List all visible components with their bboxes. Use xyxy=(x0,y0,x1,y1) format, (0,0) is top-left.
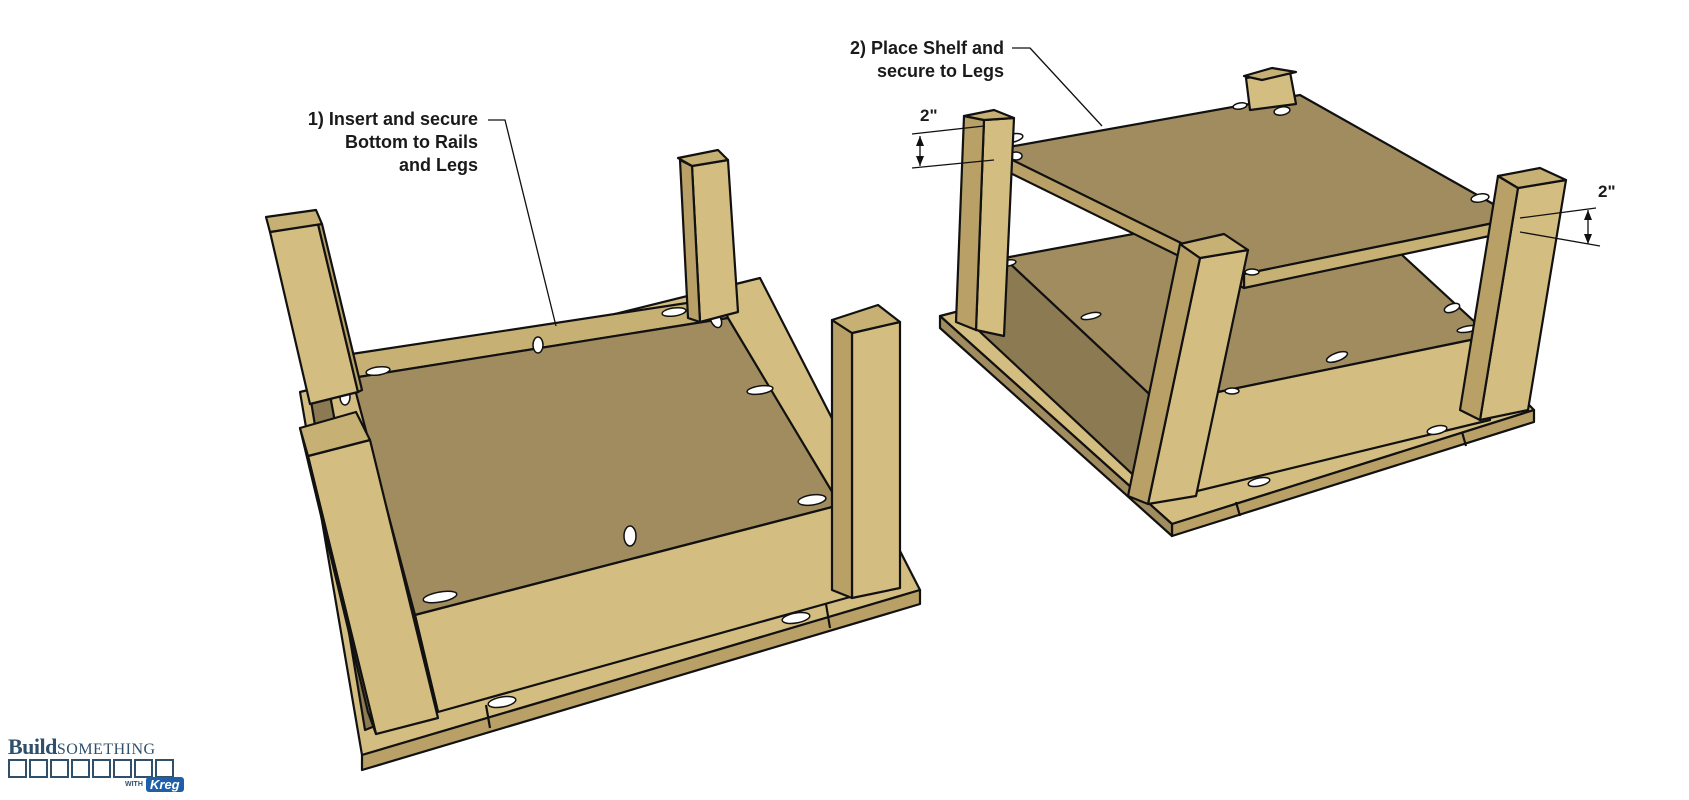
step1-callout: 1) Insert and secure Bottom to Rails and… xyxy=(280,108,478,177)
right-leg-front-left-top xyxy=(1178,232,1250,260)
left-leg-front-right-top xyxy=(830,303,902,335)
kreg-logo: Kreg xyxy=(146,777,184,792)
buildsomething-logo: BuildSOMETHING WITH Kreg xyxy=(8,734,198,794)
left-leg-front-right-side xyxy=(830,318,854,600)
drill-icon xyxy=(92,759,111,778)
logo-with: WITH xyxy=(125,781,143,788)
right-leg-back-right-top xyxy=(1242,66,1298,82)
ruler-icon xyxy=(155,759,174,778)
annotation-lines xyxy=(488,47,1601,327)
left-leg-front-right-front xyxy=(850,320,902,600)
right-gap-dimension: 2" xyxy=(1598,182,1616,201)
left-leg-back-right-top xyxy=(676,148,730,168)
gear-icon xyxy=(29,759,48,778)
right-leg-back-left-top xyxy=(962,108,1016,122)
step2-line-1: 2) Place Shelf and xyxy=(849,38,1004,58)
right-assembly xyxy=(938,66,1568,538)
left-leg-front-left-top xyxy=(298,410,372,458)
step1-line-3: and Legs xyxy=(398,155,478,175)
hammer-icon xyxy=(50,759,69,778)
left-leg-back-left-top xyxy=(264,208,324,234)
step2-callout: 2) Place Shelf and secure to Legs xyxy=(808,37,1004,83)
step2-leader xyxy=(1012,47,1103,127)
brush-icon xyxy=(113,759,132,778)
logo-wordmark: BuildSOMETHING xyxy=(8,734,156,760)
logo-tool-icons xyxy=(8,759,174,778)
left-pocket-holes xyxy=(339,306,827,709)
left-assembly xyxy=(264,148,922,772)
logo-something: SOMETHING xyxy=(56,741,156,758)
step1-line-1: 1) Insert and secure xyxy=(307,109,478,129)
roller-icon xyxy=(134,759,153,778)
left-base-front-edge xyxy=(360,588,922,772)
step2-line-2: secure to Legs xyxy=(876,61,1004,81)
left-gap-dimension: 2" xyxy=(920,106,938,125)
right-base-left-edge xyxy=(938,314,1174,538)
saw-icon xyxy=(8,759,27,778)
clamp-icon xyxy=(71,759,90,778)
step1-line-2: Bottom to Rails xyxy=(345,132,478,152)
logo-build: Build xyxy=(8,734,57,759)
step1-leader xyxy=(488,119,557,327)
right-leg-front-right-top xyxy=(1496,166,1568,190)
